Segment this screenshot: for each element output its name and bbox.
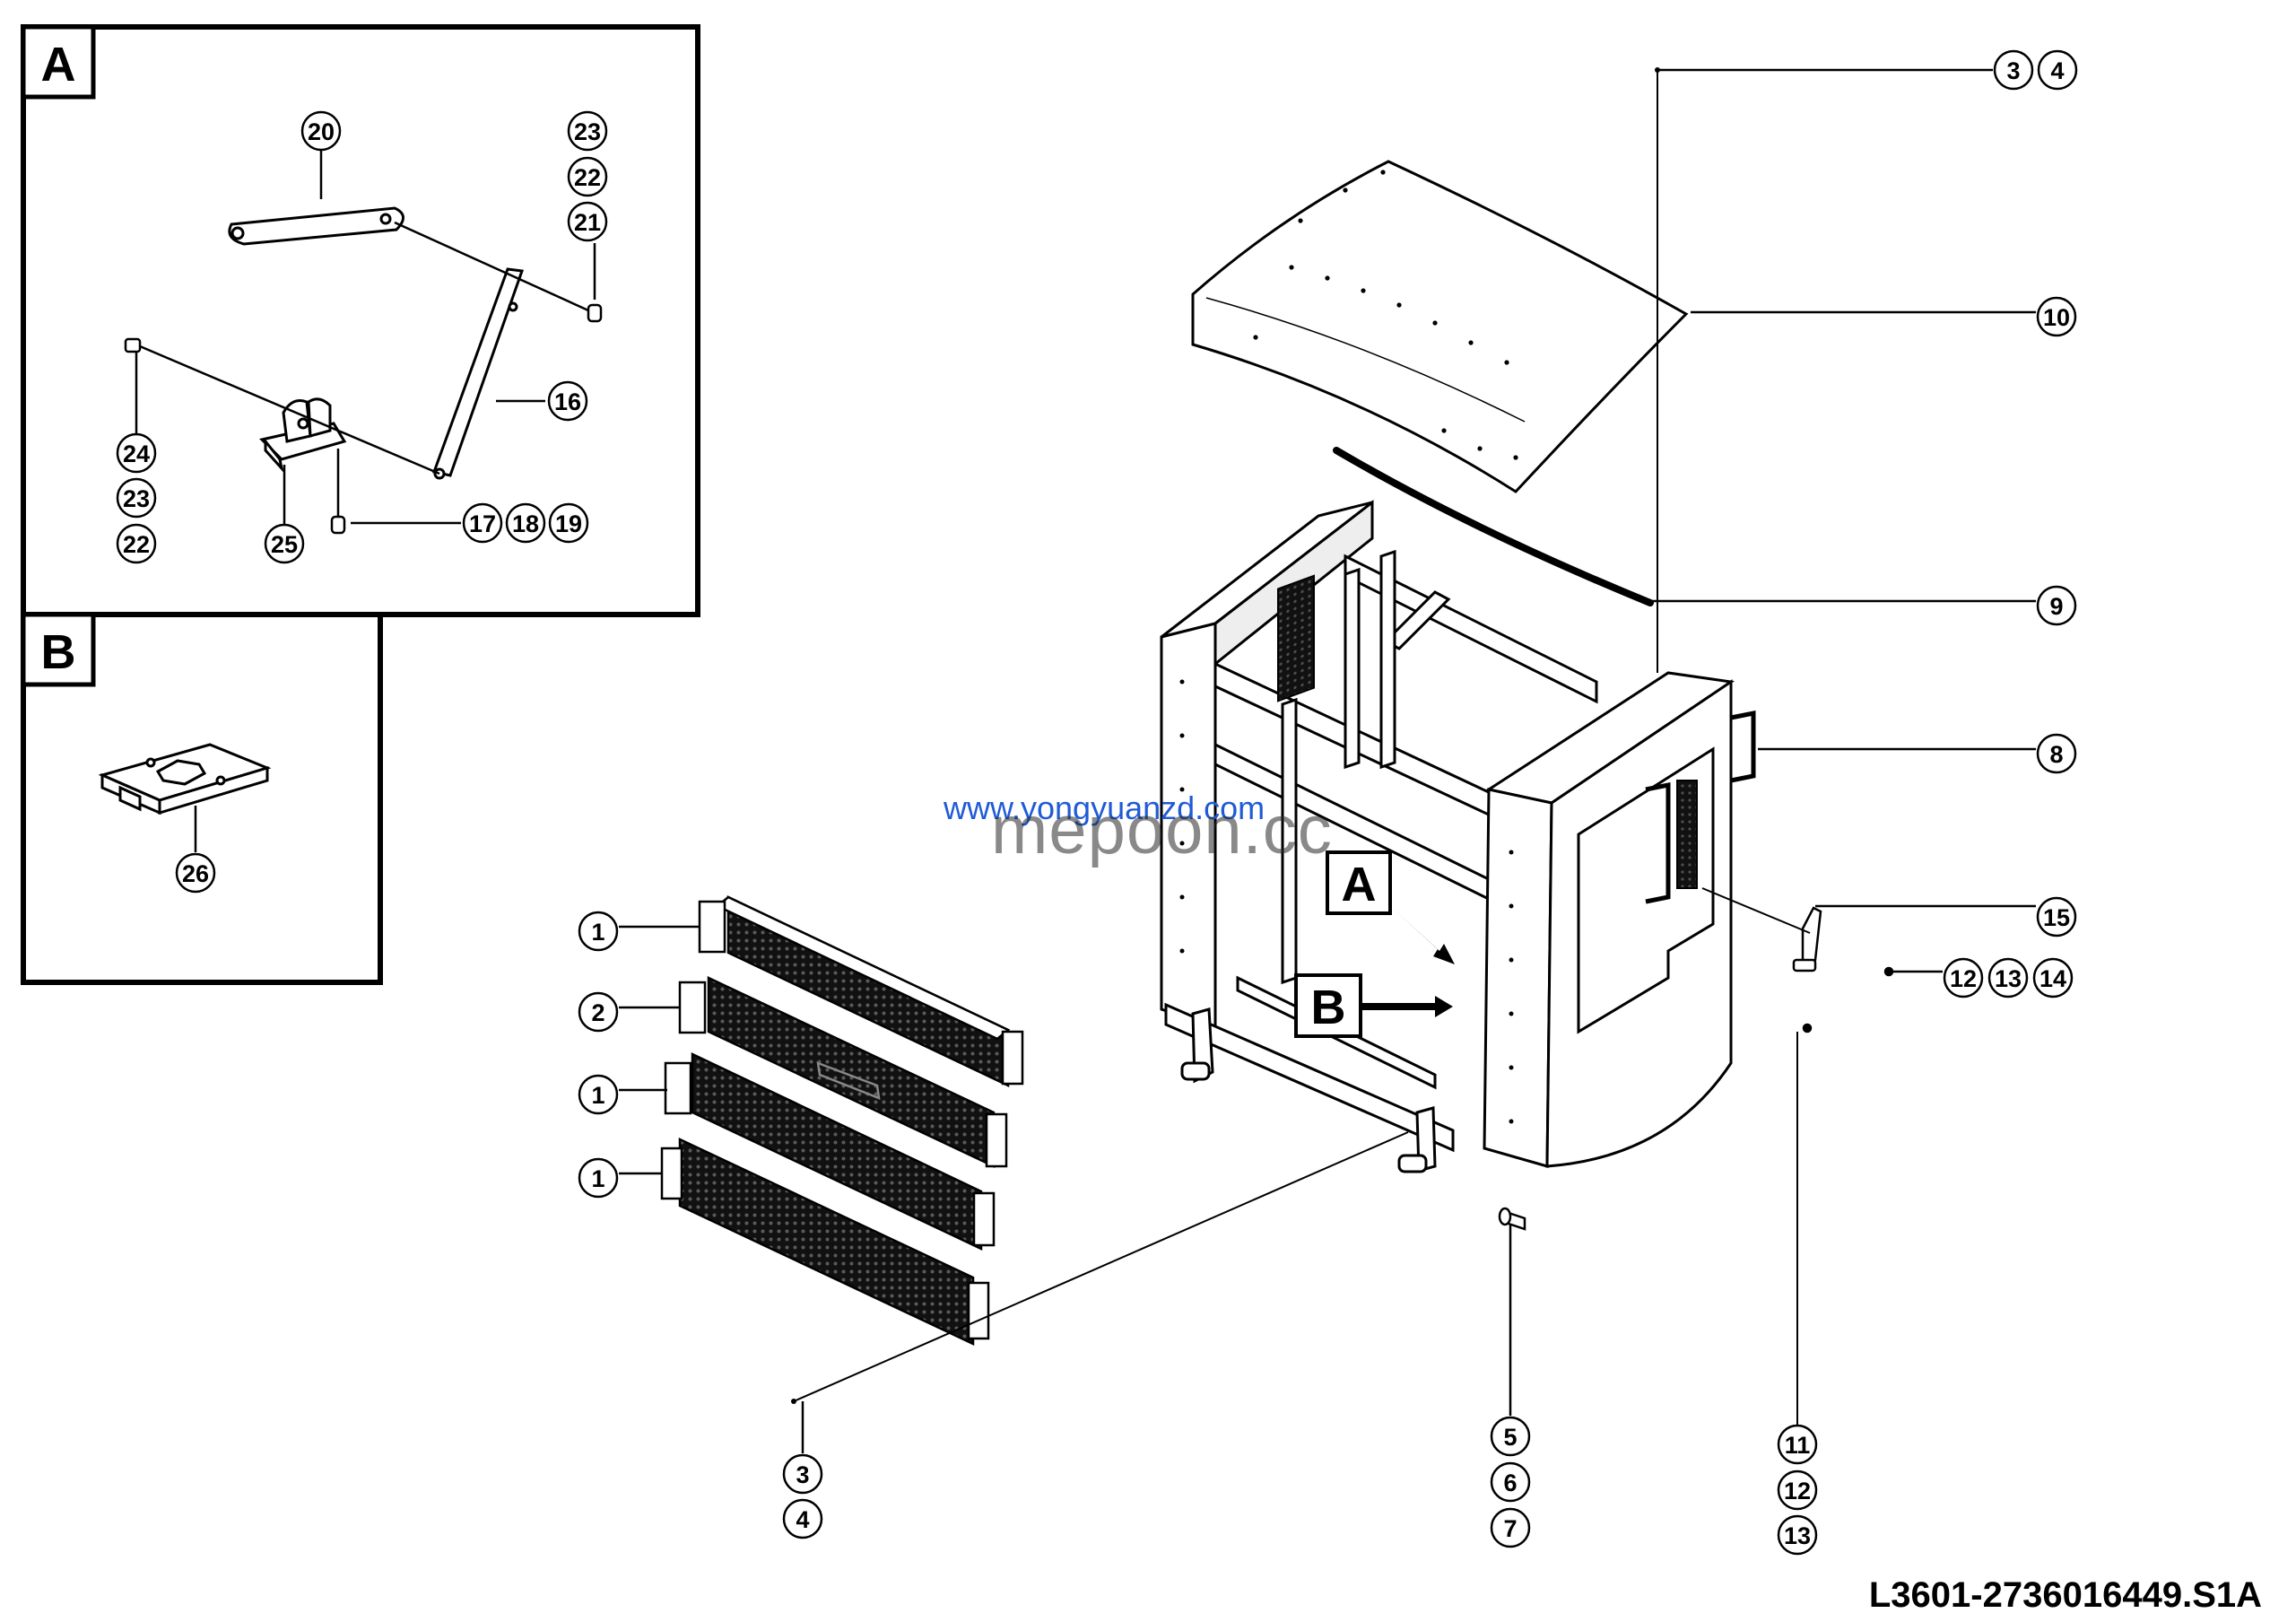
callout-4: 4 bbox=[782, 1498, 823, 1539]
link-arm-part bbox=[228, 206, 404, 246]
pivot-bracket-part bbox=[259, 397, 347, 474]
callout-1: 1 bbox=[578, 911, 619, 952]
callout-label: 3 bbox=[796, 1461, 809, 1488]
callout-10: 10 bbox=[2036, 296, 2077, 337]
callout-4: 4 bbox=[2037, 49, 2078, 91]
part-callouts: 20 23 22 21 16 24 23 22 25 17 18 19 26 3… bbox=[116, 49, 2078, 1556]
callout-8: 8 bbox=[2036, 733, 2077, 774]
callout-1: 1 bbox=[578, 1157, 619, 1199]
support-rod-part bbox=[432, 267, 525, 480]
callout-label: 13 bbox=[1995, 965, 2022, 992]
callout-label: 4 bbox=[796, 1506, 809, 1533]
callout-3: 3 bbox=[782, 1453, 823, 1495]
callout-label: 21 bbox=[574, 209, 601, 236]
callout-label: 1 bbox=[591, 1165, 604, 1192]
callout-17: 17 bbox=[462, 502, 503, 544]
callout-label: 14 bbox=[2039, 965, 2066, 992]
callout-22: 22 bbox=[567, 156, 608, 197]
callout-15: 15 bbox=[2036, 896, 2077, 937]
callout-3: 3 bbox=[1993, 49, 2034, 91]
callout-label: 10 bbox=[2043, 304, 2070, 331]
screw-dot bbox=[791, 1399, 796, 1404]
grille-panels-part bbox=[660, 895, 1024, 1346]
view-marker-a: A bbox=[1342, 858, 1377, 911]
callout-6: 6 bbox=[1490, 1461, 1531, 1503]
callout-label: 6 bbox=[1503, 1469, 1517, 1496]
callout-1: 1 bbox=[578, 1074, 619, 1115]
side-vent bbox=[1277, 574, 1315, 702]
view-marker-b: B bbox=[1311, 981, 1346, 1034]
mounting-plate-part bbox=[98, 743, 272, 815]
callout-13: 13 bbox=[1987, 957, 2029, 998]
callout-label: 16 bbox=[554, 388, 581, 415]
top-cover-part bbox=[1191, 160, 1689, 493]
callout-19: 19 bbox=[548, 502, 589, 544]
panel-a-letter: A bbox=[41, 38, 76, 92]
frame-rivets bbox=[1179, 679, 1514, 1124]
view-arrow-a: A bbox=[1326, 850, 1455, 964]
callout-23: 23 bbox=[567, 110, 608, 152]
callout-5: 5 bbox=[1490, 1416, 1531, 1457]
drawing-code: L3601-2736016449.S1A bbox=[1868, 1575, 2262, 1615]
assembly-line bbox=[139, 221, 589, 517]
callout-22: 22 bbox=[116, 523, 157, 564]
view-arrow-b: B bbox=[1294, 973, 1453, 1038]
callout-12: 12 bbox=[1777, 1469, 1818, 1511]
detail-panel-b: B bbox=[21, 612, 383, 985]
side-vent bbox=[1676, 780, 1698, 889]
callout-23: 23 bbox=[116, 477, 157, 519]
callout-label: 23 bbox=[123, 485, 150, 512]
callout-16: 16 bbox=[547, 380, 588, 422]
callout-label: 25 bbox=[271, 531, 298, 558]
assembly-lines-main bbox=[793, 70, 1811, 1432]
pin-part bbox=[1498, 1207, 1526, 1231]
callout-12: 12 bbox=[1943, 957, 1984, 998]
panel-b-letter: B bbox=[41, 625, 76, 679]
callout-25: 25 bbox=[264, 523, 305, 564]
callout-label: 12 bbox=[1784, 1478, 1811, 1504]
callout-21: 21 bbox=[567, 201, 608, 242]
callout-26: 26 bbox=[175, 852, 216, 894]
callout-label: 17 bbox=[469, 510, 496, 537]
callout-2: 2 bbox=[578, 991, 619, 1033]
callout-label: 11 bbox=[1785, 1432, 1811, 1459]
callout-label: 26 bbox=[182, 860, 209, 887]
callout-label: 7 bbox=[1503, 1515, 1517, 1542]
latch-part bbox=[1792, 906, 1894, 1033]
leader-lines-a bbox=[135, 150, 596, 527]
callout-label: 1 bbox=[591, 1082, 604, 1109]
callout-20: 20 bbox=[300, 110, 342, 152]
watermark-url: www.yongyuanzd.com bbox=[944, 789, 1265, 826]
callout-label: 15 bbox=[2043, 904, 2070, 931]
callout-label: 13 bbox=[1784, 1522, 1811, 1549]
callout-label: 12 bbox=[1950, 965, 1977, 992]
callout-9: 9 bbox=[2036, 585, 2077, 626]
callout-label: 22 bbox=[123, 531, 150, 558]
seal-strip-part bbox=[1333, 447, 1654, 606]
callout-7: 7 bbox=[1490, 1507, 1531, 1548]
callout-label: 19 bbox=[555, 510, 582, 537]
callout-11: 11 bbox=[1777, 1424, 1818, 1465]
callout-label: 23 bbox=[574, 118, 601, 145]
callout-label: 24 bbox=[123, 440, 150, 467]
callout-18: 18 bbox=[505, 502, 546, 544]
callout-label: 5 bbox=[1503, 1424, 1517, 1451]
callout-label: 3 bbox=[2006, 57, 2020, 84]
leader-lines-main bbox=[619, 68, 2036, 1453]
callout-14: 14 bbox=[2032, 957, 2074, 998]
callout-label: 18 bbox=[512, 510, 539, 537]
callout-label: 4 bbox=[2050, 57, 2064, 84]
callout-13: 13 bbox=[1777, 1514, 1818, 1556]
callout-label: 20 bbox=[308, 118, 335, 145]
bolt-part bbox=[124, 303, 603, 535]
callout-label: 8 bbox=[2049, 741, 2063, 768]
callout-label: 22 bbox=[574, 164, 601, 191]
callout-label: 1 bbox=[591, 919, 604, 946]
callout-label: 9 bbox=[2049, 593, 2063, 620]
callout-label: 2 bbox=[591, 999, 604, 1026]
callout-24: 24 bbox=[116, 432, 157, 474]
watermark-brand: mepoon.cc bbox=[991, 792, 1333, 868]
